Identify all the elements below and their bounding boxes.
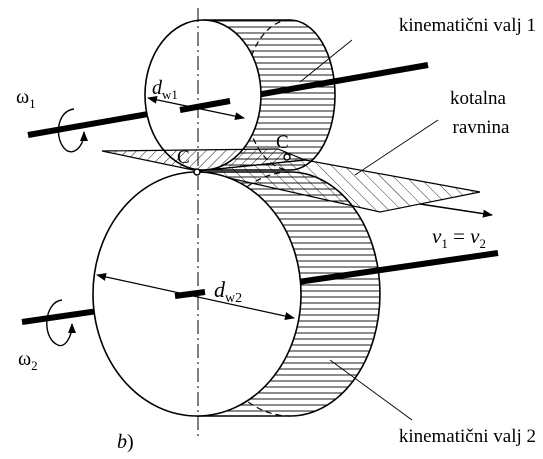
label-point-c-front: C bbox=[177, 147, 190, 168]
label-rolling-plane-1: kotalna bbox=[450, 88, 506, 109]
label-omega-2: ω2 bbox=[18, 348, 38, 373]
label-cylinder-1: kinematični valj 1 bbox=[399, 15, 536, 36]
rotation-arrow-1 bbox=[57, 108, 88, 153]
rotation-arrow-2 bbox=[46, 299, 76, 347]
cylinder-1 bbox=[144, 19, 336, 171]
label-omega-1: ω1 bbox=[16, 86, 36, 111]
label-d-w2: dw2 bbox=[214, 277, 242, 306]
d-w2-arrow bbox=[96, 273, 295, 320]
point-c-back-dot bbox=[283, 153, 291, 161]
label-rolling-plane-2: ravnina bbox=[453, 117, 511, 138]
label-point-c-back: C bbox=[276, 132, 289, 153]
leader-cylinder-2 bbox=[329, 359, 413, 421]
label-cylinder-2: kinematični valj 2 bbox=[399, 426, 536, 447]
label-d-w1: dw1 bbox=[152, 77, 178, 102]
leader-rolling-plane bbox=[354, 119, 439, 176]
label-figure-letter: b) bbox=[117, 431, 134, 453]
leader-cylinder-1 bbox=[299, 39, 353, 83]
cylinder-2-hidden-edge bbox=[199, 171, 291, 417]
point-c-front-dot bbox=[193, 168, 201, 176]
velocity-arrow bbox=[419, 203, 493, 218]
label-velocity-relation: v1 = v2 bbox=[432, 224, 486, 251]
d-w1-arrow bbox=[147, 95, 245, 121]
